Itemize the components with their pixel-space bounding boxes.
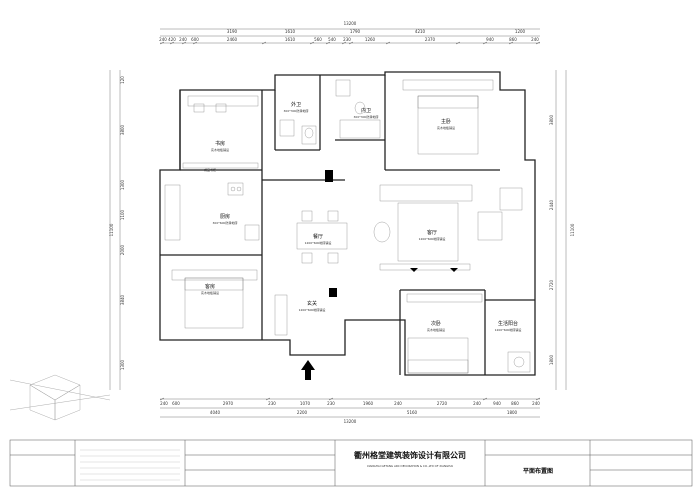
company-name-en: XIANGHAI GETANG ARC DECORATION & CO.,LTD…	[367, 464, 453, 468]
svg-text:300*600防滑地砖: 300*600防滑地砖	[213, 220, 238, 225]
room-labels: 外卫 300*300防滑地砖 内卫 300*300防滑地砖 主卧 实木地板铺设 …	[201, 101, 521, 332]
room-label-second-bedroom: 次卧	[431, 320, 441, 327]
room-label-outer-bath: 外卫	[291, 101, 301, 108]
svg-text:860: 860	[511, 401, 519, 406]
svg-text:5160: 5160	[407, 410, 418, 415]
svg-text:1070: 1070	[300, 401, 311, 406]
svg-text:240: 240	[531, 37, 539, 42]
total-width-bottom: 13200	[344, 419, 357, 424]
room-label-living: 客厅	[427, 229, 437, 236]
view-marker-icon	[410, 268, 418, 272]
room-label-kitchen: 厨房	[220, 213, 230, 220]
svg-text:1610: 1610	[285, 37, 296, 42]
svg-text:940: 940	[493, 401, 501, 406]
svg-text:实木地板铺设: 实木地板铺设	[211, 147, 229, 152]
svg-text:860: 860	[509, 37, 517, 42]
room-label-foyer: 玄关	[307, 300, 317, 307]
column-marker	[325, 170, 333, 182]
total-width-top: 13200	[344, 21, 357, 26]
entrance-arrow-icon	[301, 360, 315, 380]
room-label-dining: 餐厅	[313, 233, 323, 240]
room-label-guest: 客房	[205, 283, 215, 290]
room-label-inner-bath: 内卫	[361, 107, 371, 114]
svg-text:实木地板铺设: 实木地板铺设	[427, 327, 445, 332]
svg-text:300*300防滑地砖: 300*300防滑地砖	[284, 108, 309, 113]
svg-text:2370: 2370	[425, 37, 436, 42]
dimension-text: 13200 3190 1610 1790 4210 1200 240 420 2…	[109, 21, 575, 424]
view-marker-icon	[450, 268, 458, 272]
svg-text:300*300防滑地砖: 300*300防滑地砖	[354, 114, 379, 119]
furniture	[164, 79, 531, 374]
svg-text:540: 540	[328, 37, 336, 42]
svg-text:120: 120	[120, 76, 125, 84]
svg-text:2000: 2000	[120, 244, 125, 255]
svg-text:3840: 3840	[120, 294, 125, 305]
drawing-title: 平面布置图	[523, 467, 553, 475]
svg-text:420: 420	[168, 37, 176, 42]
svg-text:3190: 3190	[227, 29, 238, 34]
svg-text:1800: 1800	[507, 410, 518, 415]
compass-decoration	[9, 374, 111, 421]
svg-text:2970: 2970	[223, 401, 234, 406]
dimension-ticks	[159, 41, 541, 401]
svg-text:1800: 1800	[549, 354, 554, 365]
svg-text:1200*600地砖铺设: 1200*600地砖铺设	[299, 307, 326, 312]
svg-text:11100: 11100	[109, 223, 114, 236]
svg-text:240: 240	[473, 401, 481, 406]
svg-text:3800: 3800	[549, 114, 554, 125]
svg-text:4210: 4210	[415, 29, 426, 34]
svg-text:240: 240	[179, 37, 187, 42]
svg-text:实木地板铺设: 实木地板铺设	[201, 290, 219, 295]
svg-text:2200: 2200	[297, 410, 308, 415]
svg-text:600: 600	[172, 401, 180, 406]
svg-text:2720: 2720	[437, 401, 448, 406]
svg-text:230: 230	[268, 401, 276, 406]
company-name-cn: 衢州格堂建筑装饰设计有限公司	[354, 450, 466, 460]
svg-text:1200*600地砖铺设: 1200*600地砖铺设	[495, 327, 522, 332]
svg-text:230: 230	[343, 37, 351, 42]
svg-text:1100: 1100	[120, 209, 125, 220]
study-bookcase-label: 成品书柜	[204, 167, 216, 172]
svg-text:560: 560	[314, 37, 322, 42]
walls	[159, 71, 536, 376]
svg-text:600: 600	[191, 37, 199, 42]
svg-text:1790: 1790	[350, 29, 361, 34]
svg-text:240: 240	[394, 401, 402, 406]
svg-text:1260: 1260	[365, 37, 376, 42]
room-label-balcony: 生活阳台	[498, 320, 518, 327]
svg-text:2440: 2440	[549, 199, 554, 210]
svg-text:1200: 1200	[515, 29, 526, 34]
column-marker	[329, 288, 337, 297]
svg-text:2460: 2460	[227, 37, 238, 42]
svg-text:3800: 3800	[120, 124, 125, 135]
svg-text:4040: 4040	[210, 410, 221, 415]
dimension-lines	[109, 28, 567, 418]
svg-text:1960: 1960	[363, 401, 374, 406]
svg-text:230: 230	[327, 401, 335, 406]
svg-text:1300: 1300	[120, 359, 125, 370]
svg-text:11100: 11100	[570, 223, 575, 236]
room-label-master-bedroom: 主卧	[441, 118, 451, 125]
svg-text:2720: 2720	[549, 279, 554, 290]
svg-text:1200*600地砖铺设: 1200*600地砖铺设	[419, 236, 446, 241]
svg-text:940: 940	[486, 37, 494, 42]
svg-text:1300: 1300	[120, 179, 125, 190]
svg-text:1200*600地砖铺设: 1200*600地砖铺设	[305, 240, 332, 245]
room-label-study: 书房	[215, 140, 225, 147]
svg-text:实木地板铺设: 实木地板铺设	[437, 125, 455, 130]
svg-text:240: 240	[532, 401, 540, 406]
title-block: 衢州格堂建筑装饰设计有限公司 XIANGHAI GETANG ARC DECOR…	[9, 439, 693, 487]
svg-text:240: 240	[159, 37, 167, 42]
svg-text:240: 240	[160, 401, 168, 406]
svg-text:1610: 1610	[285, 29, 296, 34]
